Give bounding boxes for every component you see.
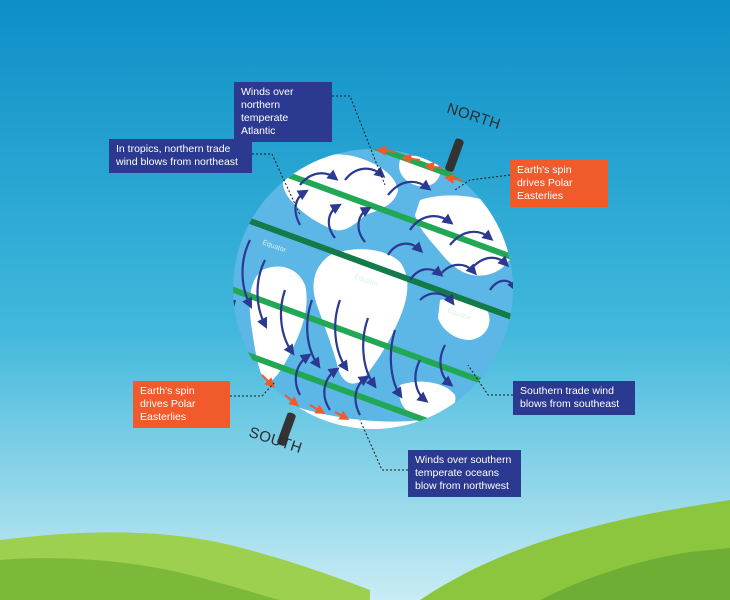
callout-polar-easterlies-north: Earth's spin drives Polar Easterlies (510, 160, 608, 207)
leader-lines (230, 95, 513, 471)
south-axis (277, 412, 296, 446)
polar-arrows-north (376, 145, 463, 184)
callout-southern-trade-wind: Southern trade wind blows from southeast (513, 381, 635, 415)
globe (233, 138, 513, 446)
hills (0, 500, 730, 600)
callout-polar-easterlies-south: Earth's spin drives Polar Easterlies (133, 381, 230, 428)
callout-northern-atlantic: Winds over northern temperate Atlantic (234, 82, 332, 142)
north-axis (445, 138, 464, 172)
callout-southern-temperate: Winds over southern temperate oceans blo… (408, 450, 521, 497)
polar-arrows-south (261, 374, 350, 420)
callout-northern-trade-wind: In tropics, northern trade wind blows fr… (109, 139, 252, 173)
